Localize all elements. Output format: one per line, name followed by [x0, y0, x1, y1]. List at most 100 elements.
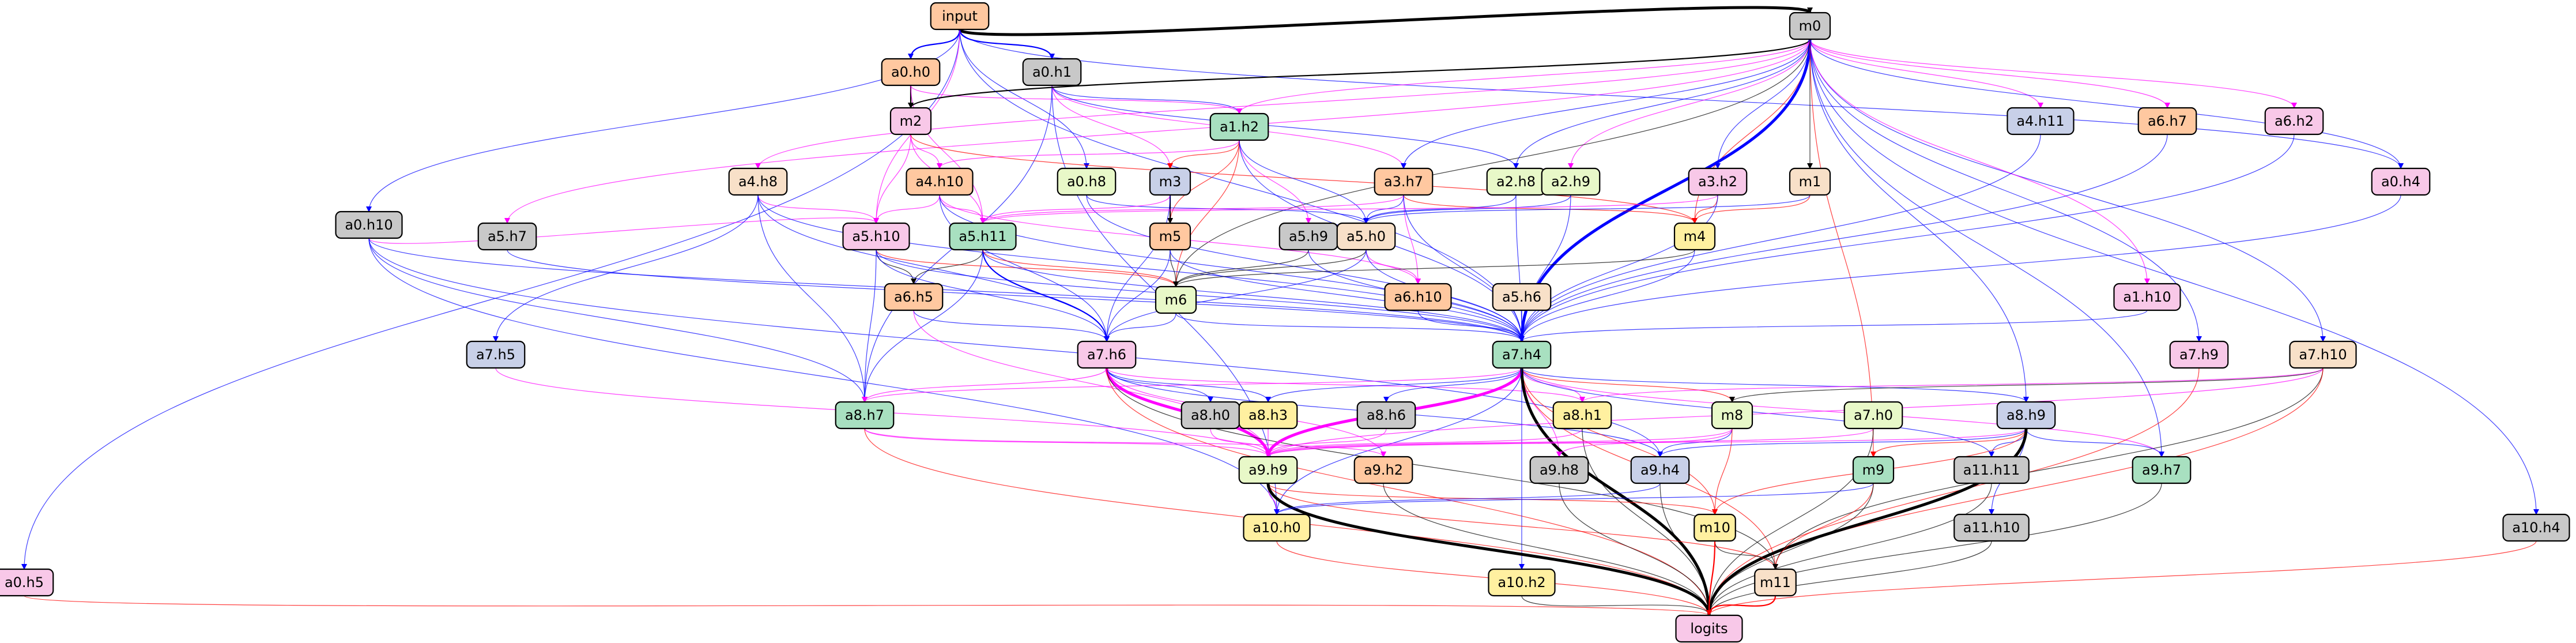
node-a7-h9[interactable]: a7.h9: [2169, 340, 2229, 369]
node-m0[interactable]: m0: [1789, 12, 1831, 40]
node-a0-h4[interactable]: a0.h4: [2371, 167, 2431, 196]
node-a9-h2[interactable]: a9.h2: [1353, 456, 1413, 484]
node-a11-h11[interactable]: a11.h11: [1953, 456, 2030, 484]
node-box: [2132, 456, 2192, 484]
node-a5-h9[interactable]: a5.h9: [1278, 222, 1338, 251]
node-a1-h2[interactable]: a1.h2: [1209, 112, 1269, 141]
edge-a7-h4-to-a8-h1: [1521, 367, 1585, 403]
node-label: a8.h3: [1249, 407, 1288, 423]
node-a7-h0[interactable]: a7.h0: [1843, 401, 1903, 430]
node-a5-h11[interactable]: a5.h11: [949, 222, 1017, 251]
node-label: a0.h0: [891, 64, 930, 80]
edge-a0-h1-to-a2-h8: [1051, 85, 1519, 169]
node-box: [1673, 222, 1716, 251]
node-a9-h7[interactable]: a9.h7: [2132, 456, 2192, 484]
node-box: [1675, 614, 1743, 643]
node-input[interactable]: input: [930, 2, 990, 31]
node-label: a0.h8: [1067, 174, 1106, 190]
node-a4-h11[interactable]: a4.h11: [2007, 107, 2075, 136]
node-a3-h2[interactable]: a3.h2: [1688, 167, 1748, 196]
node-a5-h0[interactable]: a5.h0: [1336, 222, 1396, 251]
edge-a4-h8-to-a7-h6: [757, 194, 1110, 342]
node-box: [2113, 283, 2181, 311]
edge-a7-h4-to-a8-h6: [1383, 367, 1522, 403]
node-a7-h6[interactable]: a7.h6: [1077, 340, 1137, 369]
node-m8[interactable]: m8: [1711, 401, 1753, 430]
node-a6-h2[interactable]: a6.h2: [2264, 107, 2324, 136]
node-box: [1488, 568, 1556, 597]
node-a4-h8[interactable]: a4.h8: [728, 167, 788, 196]
node-a2-h8[interactable]: a2.h8: [1486, 167, 1546, 196]
node-a4-h10[interactable]: a4.h10: [906, 167, 974, 196]
node-a9-h9[interactable]: a9.h9: [1238, 456, 1298, 484]
node-label: a9.h9: [1249, 462, 1288, 478]
edge-m8-to-a9-h9: [1265, 428, 1733, 457]
node-label: a2.h9: [1551, 174, 1590, 190]
node-box: [881, 58, 941, 87]
node-m6[interactable]: m6: [1155, 285, 1197, 314]
node-a9-h4[interactable]: a9.h4: [1630, 456, 1690, 484]
node-a0-h8[interactable]: a0.h8: [1057, 167, 1117, 196]
node-a9-h8[interactable]: a9.h8: [1529, 456, 1589, 484]
edge-m0-to-a4-h8: [755, 39, 1811, 169]
node-a8-h7[interactable]: a8.h7: [835, 401, 895, 430]
edge-a0-h0-to-a1-h2: [910, 85, 1242, 114]
node-m10[interactable]: m10: [1694, 513, 1736, 542]
node-a0-h10[interactable]: a0.h10: [335, 210, 403, 239]
node-a5-h10[interactable]: a5.h10: [842, 222, 910, 251]
node-a8-h0[interactable]: a8.h0: [1180, 401, 1240, 430]
node-label: a8.h9: [2007, 407, 2046, 423]
node-a7-h10[interactable]: a7.h10: [2289, 340, 2357, 369]
node-m5[interactable]: m5: [1149, 222, 1191, 251]
node-m3[interactable]: m3: [1149, 167, 1191, 196]
node-logits[interactable]: logits: [1675, 614, 1743, 643]
node-a2-h9[interactable]: a2.h9: [1541, 167, 1601, 196]
edge-m6-to-a7-h4: [1175, 313, 1525, 342]
node-box: [335, 210, 403, 239]
node-label: a5.h0: [1347, 228, 1386, 245]
node-box: [1552, 401, 1612, 430]
edge-a1-h2-to-a4-h10: [937, 140, 1240, 169]
node-label: a0.h5: [5, 574, 44, 591]
node-a6-h10[interactable]: a6.h10: [1384, 283, 1452, 311]
edge-a7-h4-to-a8-h7: [862, 367, 1522, 403]
node-box: [1492, 283, 1552, 311]
node-m1[interactable]: m1: [1789, 167, 1831, 196]
node-m2[interactable]: m2: [889, 107, 932, 136]
node-box: [835, 401, 895, 430]
node-label: a10.h2: [1498, 574, 1545, 591]
node-a11-h10[interactable]: a11.h10: [1953, 513, 2030, 542]
node-box: [1843, 401, 1903, 430]
node-a7-h5[interactable]: a7.h5: [466, 340, 526, 369]
node-a8-h6[interactable]: a8.h6: [1356, 401, 1416, 430]
node-label: a7.h6: [1087, 347, 1126, 363]
node-m11[interactable]: m11: [1754, 568, 1797, 597]
node-a7-h4[interactable]: a7.h4: [1492, 340, 1552, 369]
edge-m0-to-a6-h2: [1809, 39, 2297, 108]
node-a6-h7[interactable]: a6.h7: [2137, 107, 2197, 136]
node-a6-h5[interactable]: a6.h5: [884, 283, 944, 311]
node-a8-h1[interactable]: a8.h1: [1552, 401, 1612, 430]
node-a0-h5[interactable]: a0.h5: [0, 568, 54, 597]
node-a10-h0[interactable]: a10.h0: [1243, 513, 1311, 542]
node-a5-h6[interactable]: a5.h6: [1492, 283, 1552, 311]
edge-m0-to-a1-h10: [1809, 39, 2150, 284]
node-a3-h7[interactable]: a3.h7: [1374, 167, 1434, 196]
node-a10-h4[interactable]: a10.h4: [2502, 513, 2570, 542]
node-box: [1953, 513, 2030, 542]
node-m9[interactable]: m9: [1852, 456, 1895, 484]
node-label: a4.h10: [915, 174, 963, 190]
node-a8-h3[interactable]: a8.h3: [1238, 401, 1298, 430]
edge-m4-to-m6: [1173, 249, 1695, 287]
node-box: [1077, 340, 1137, 369]
node-a0-h0[interactable]: a0.h0: [881, 58, 941, 87]
node-a1-h10[interactable]: a1.h10: [2113, 283, 2181, 311]
node-a10-h2[interactable]: a10.h2: [1488, 568, 1556, 597]
edge-a4-h11-to-a7-h4: [1519, 134, 2041, 342]
edge-a10-h4-to-logits: [1706, 540, 2537, 616]
node-label: a8.h6: [1367, 407, 1406, 423]
node-a8-h9[interactable]: a8.h9: [1996, 401, 2056, 430]
node-m4[interactable]: m4: [1673, 222, 1716, 251]
node-a0-h1[interactable]: a0.h1: [1022, 58, 1082, 87]
node-a5-h7[interactable]: a5.h7: [477, 222, 537, 251]
